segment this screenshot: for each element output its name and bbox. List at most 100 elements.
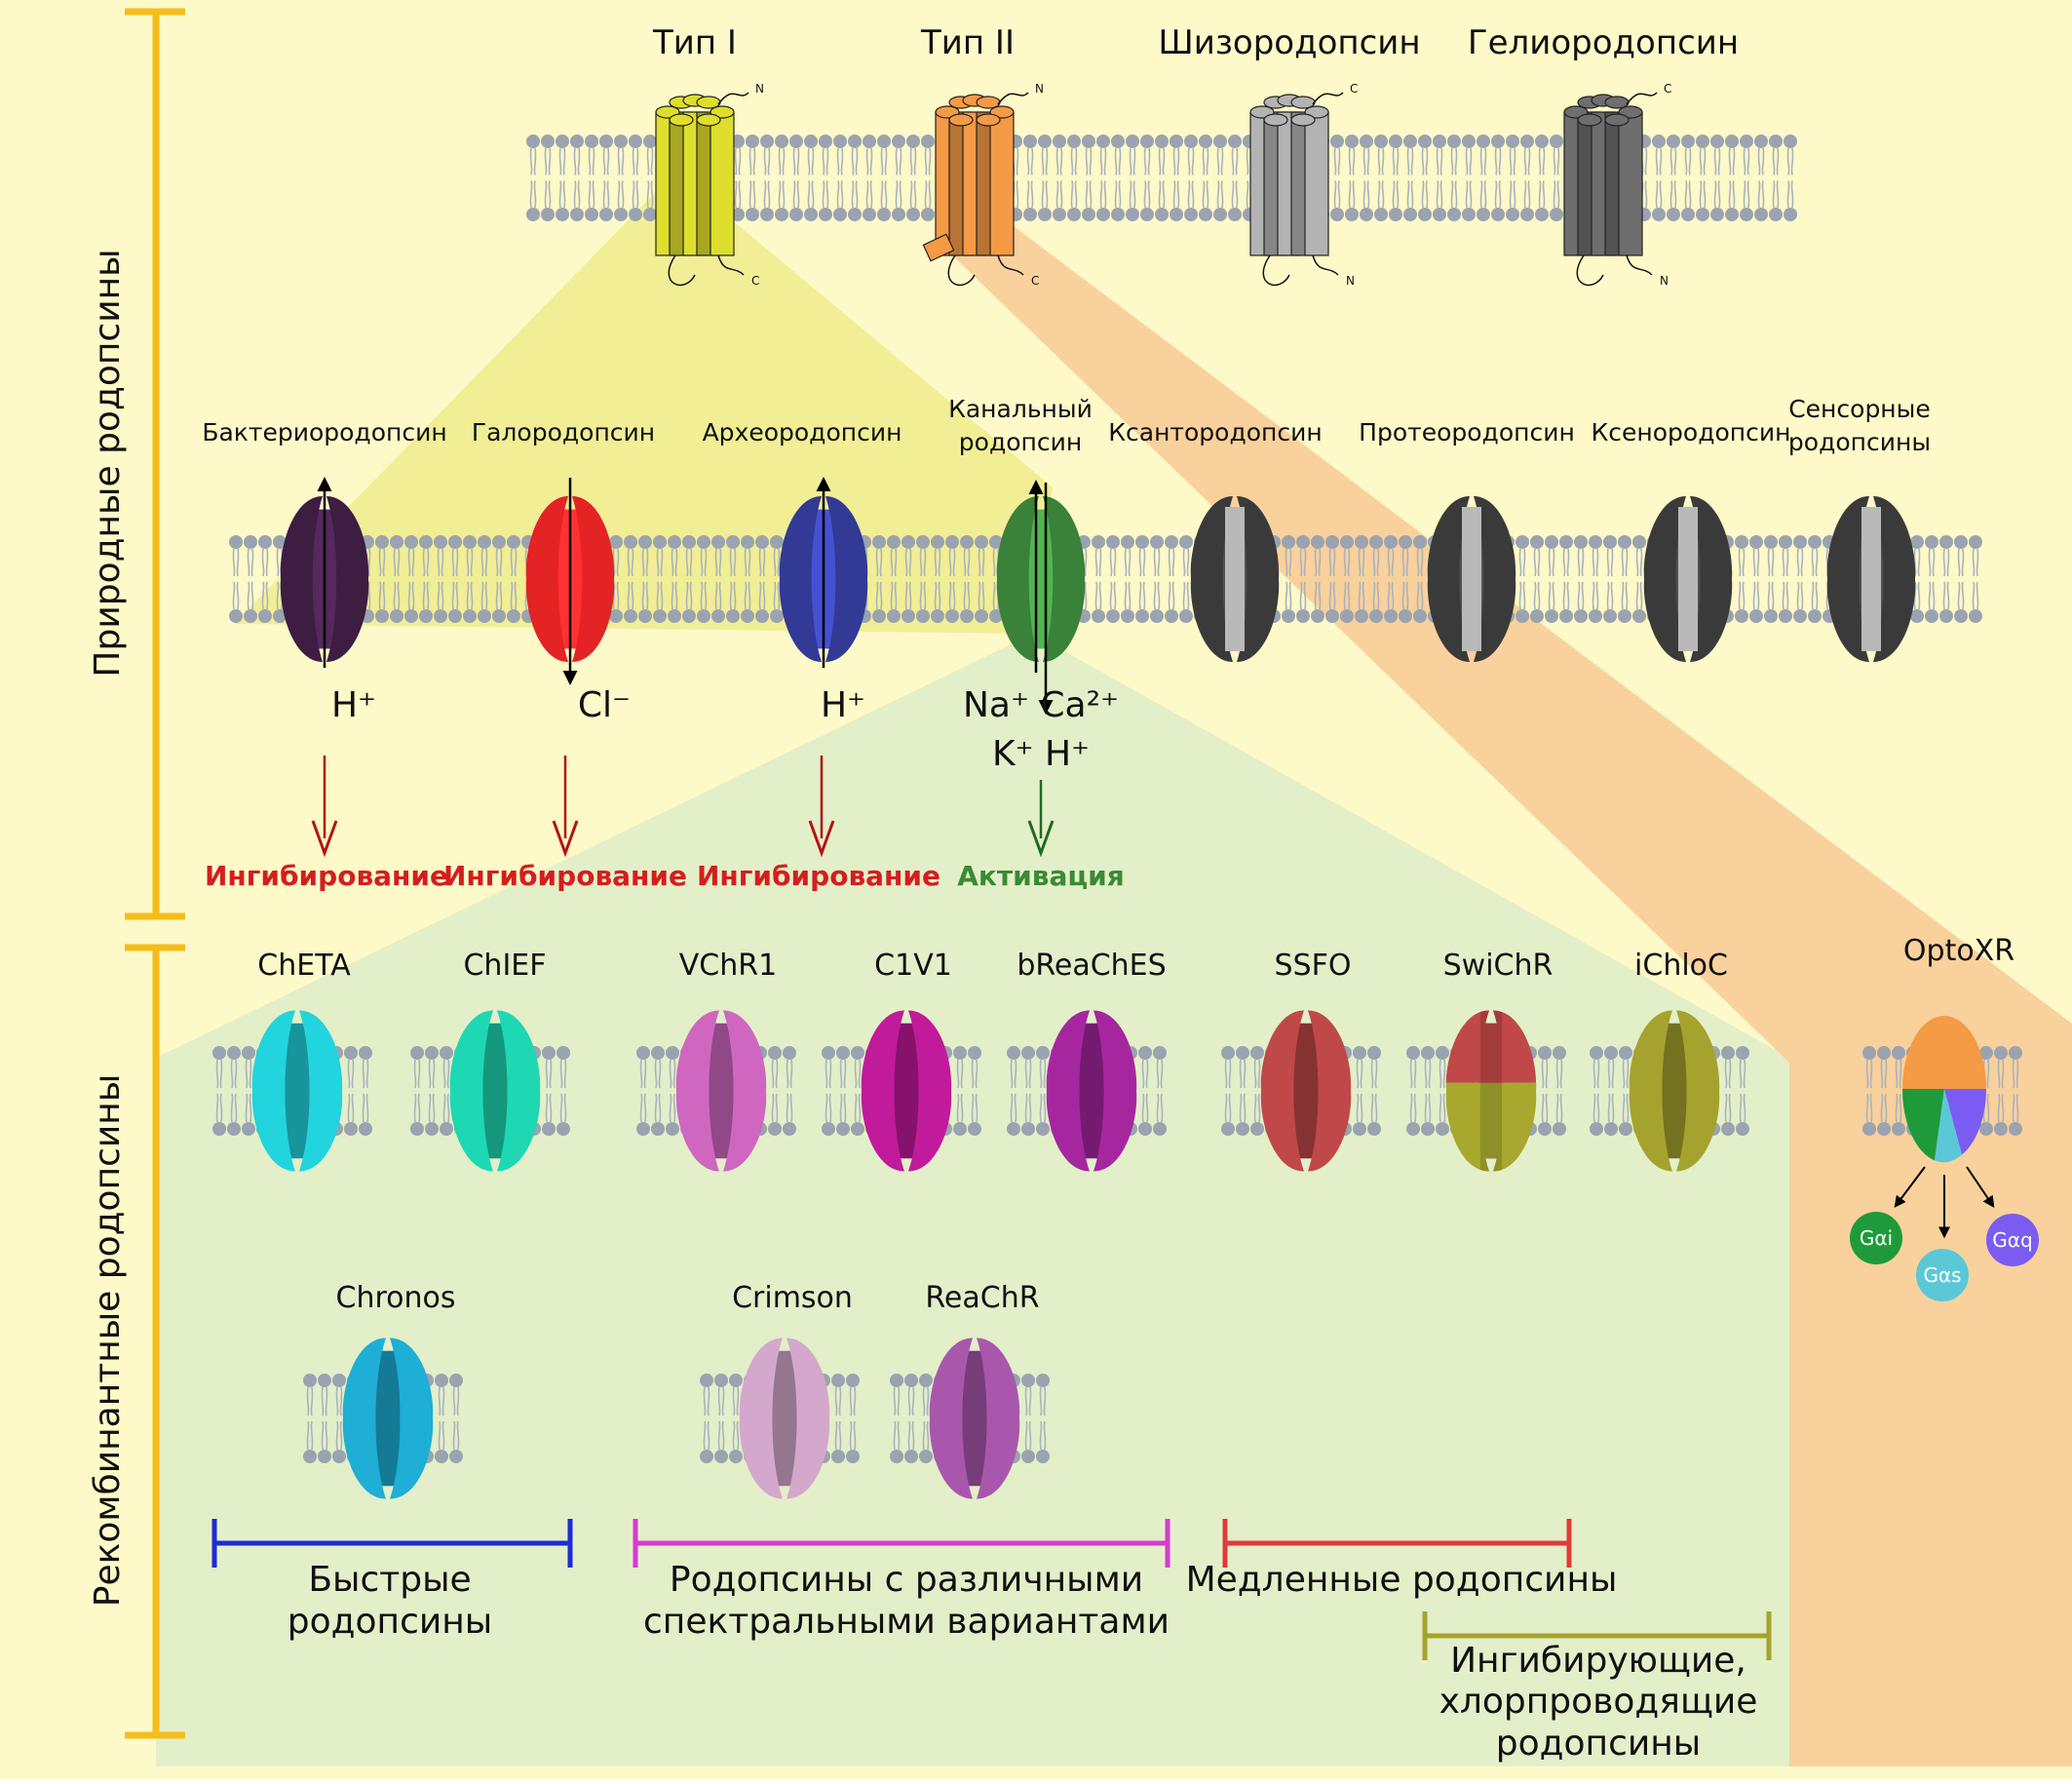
channel-shape bbox=[675, 1010, 767, 1172]
g-protein-arrow bbox=[1894, 1166, 1926, 1208]
g-protein-circle bbox=[1916, 1249, 1969, 1301]
channel-shape bbox=[996, 496, 1086, 662]
g-protein-label: Gαq bbox=[1992, 1228, 2032, 1252]
c-terminus-label: C bbox=[1031, 274, 1039, 288]
group-3: Медленные родопсины bbox=[1186, 1519, 1618, 1600]
natural-bracket bbox=[125, 8, 185, 920]
optoxr-receptor-top bbox=[1902, 1016, 1986, 1089]
group-label-line3: родопсины bbox=[1496, 1724, 1701, 1764]
natural-rhodopsin-6: Протеородопсин bbox=[1359, 418, 1575, 662]
natural-rhodopsin-7: Ксенородопсин bbox=[1592, 418, 1790, 662]
effect-arrow bbox=[552, 756, 579, 858]
recombinant-label: ReaChR bbox=[925, 1281, 1039, 1315]
natural-rhodopsin-8: Сенсорные родопсины bbox=[1788, 395, 1931, 662]
group-label-line1: Медленные родопсины bbox=[1186, 1560, 1618, 1600]
channel-shape bbox=[861, 1010, 952, 1172]
recombinant-label: bReaChES bbox=[1017, 949, 1166, 983]
natural-rhodopsin-label: Ксантородопсин bbox=[1108, 418, 1322, 446]
recombinant-reachr: ReaChR bbox=[890, 1281, 1050, 1499]
recombinant-label: VChR1 bbox=[679, 949, 777, 983]
channel-shape bbox=[251, 1010, 343, 1172]
ion-label: Na⁺ Ca²⁺ bbox=[963, 685, 1119, 725]
n-terminus-label: C bbox=[1350, 82, 1358, 96]
protein-bundle: CN bbox=[1249, 82, 1358, 288]
c-terminus-label: N bbox=[1660, 274, 1669, 288]
g-protein-label: Gαs bbox=[1923, 1263, 1961, 1287]
g-protein-arrow bbox=[1966, 1166, 1995, 1208]
pore bbox=[1861, 507, 1881, 651]
recombinant-label: ChETA bbox=[257, 949, 351, 983]
recombinant-breaches: bReaChES bbox=[1007, 949, 1167, 1172]
natural-rhodopsin-label: Канальный bbox=[948, 395, 1093, 423]
n-terminus-label: N bbox=[755, 82, 764, 96]
channel-shape bbox=[1046, 1010, 1137, 1172]
g-protein-circle bbox=[1850, 1212, 1902, 1264]
recombinant-label: C1V1 bbox=[874, 949, 952, 983]
recombinant-section-label: Рекомбинантные родопсины bbox=[88, 1074, 128, 1608]
ion-label: H⁺ bbox=[821, 685, 865, 725]
effect-label: Активация bbox=[957, 860, 1125, 892]
n-terminus-label: C bbox=[1664, 82, 1671, 96]
effect-arrow bbox=[1027, 780, 1055, 858]
natural-rhodopsins: БактериородопсинH⁺ИнгибированиеГалородоп… bbox=[202, 395, 1931, 892]
natural-rhodopsin-label: Протеородопсин bbox=[1359, 418, 1575, 446]
recombinant-cheta: ChETA bbox=[212, 949, 372, 1172]
channel-shape bbox=[929, 1338, 1020, 1499]
recombinant-ssfo: SSFO bbox=[1221, 949, 1381, 1172]
natural-rhodopsin-label: Археородопсин bbox=[703, 418, 902, 446]
effect-label: Ингибирование bbox=[697, 860, 940, 892]
recombinant-label: SwiChR bbox=[1443, 949, 1554, 983]
recombinant-bracket bbox=[125, 944, 185, 1739]
recombinant-label: Chronos bbox=[336, 1281, 456, 1315]
optoxr-slice-gai bbox=[1901, 1089, 1944, 1161]
n-terminus-label: N bbox=[1035, 82, 1044, 96]
recombinant-c1v1: C1V1 bbox=[822, 949, 981, 1172]
optoxr-slice-gas bbox=[1935, 1089, 1962, 1163]
g-protein-circle bbox=[1986, 1214, 2039, 1266]
group-label-line2: хлорпроводящие bbox=[1439, 1682, 1758, 1722]
ion-label: Cl⁻ bbox=[578, 685, 631, 725]
protein-bundle: CN bbox=[1563, 82, 1671, 288]
top-type-label: Шизородопсин bbox=[1158, 23, 1420, 62]
natural-rhodopsin-label: Бактериородопсин bbox=[202, 418, 446, 446]
type2-extra-helix bbox=[922, 233, 955, 262]
natural-rhodopsin-label: Галородопсин bbox=[472, 418, 655, 446]
natural-rhodopsin-label: Сенсорные bbox=[1788, 395, 1931, 423]
top-type-label: Гелиородопсин bbox=[1468, 23, 1739, 62]
type2-expansion-band bbox=[945, 226, 2072, 1766]
effect-label: Ингибирование bbox=[205, 860, 448, 892]
c-terminus-label: N bbox=[1346, 274, 1355, 288]
recombinant-rhodopsins: ChETA ChIEF VChR1 C1V1 bReaChES SSFO SwiChR iCh… bbox=[212, 949, 1749, 1499]
pore bbox=[1678, 507, 1698, 651]
pore bbox=[1225, 507, 1245, 651]
pore bbox=[1462, 507, 1481, 651]
effect-label: Ингибирование bbox=[443, 860, 687, 892]
protein-bundle: NC bbox=[655, 82, 764, 288]
natural-rhodopsin-label-line2: родопсины bbox=[1788, 428, 1931, 456]
recombinant-label: SSFO bbox=[1275, 949, 1352, 983]
channel-shape bbox=[1260, 1010, 1352, 1172]
channel-shape bbox=[449, 1010, 541, 1172]
recombinant-crimson: Crimson bbox=[700, 1281, 860, 1499]
recombinant-label: ChIEF bbox=[463, 949, 546, 983]
group-label-line2: спектральными вариантами bbox=[643, 1602, 1170, 1642]
recombinant-label: iChloC bbox=[1634, 949, 1728, 983]
natural-section-label: Природные родопсины bbox=[88, 249, 128, 677]
recombinant-chronos: Chronos bbox=[303, 1281, 463, 1499]
c-terminus-label: C bbox=[751, 274, 759, 288]
channel-shape bbox=[1629, 1010, 1720, 1172]
top-type-1: Тип INC bbox=[652, 23, 764, 288]
g-protein-label: Gαi bbox=[1860, 1226, 1893, 1250]
top-type-label: Тип I bbox=[652, 23, 737, 62]
